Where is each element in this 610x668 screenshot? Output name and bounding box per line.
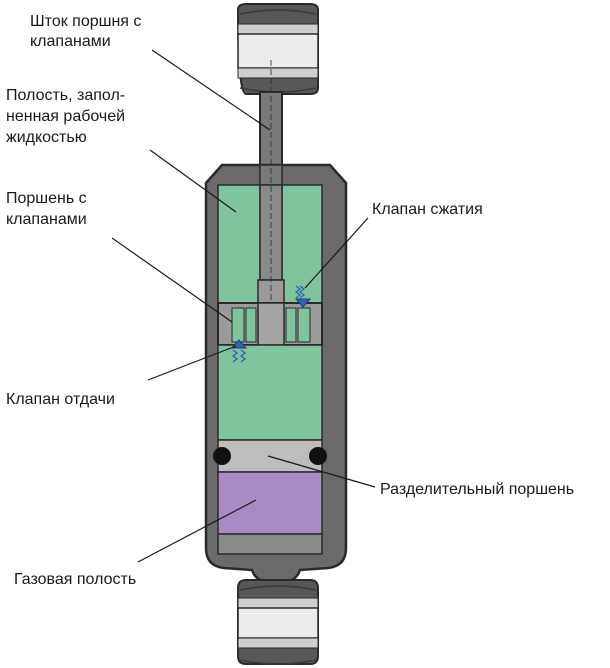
leader-compression xyxy=(304,217,369,289)
leader-piston xyxy=(111,237,233,323)
leader-fluid xyxy=(149,149,237,213)
label-piston-rod: Шток поршня с клапанами xyxy=(30,13,146,50)
leader-gas xyxy=(137,499,257,563)
leader-rod xyxy=(151,49,271,131)
leader-rebound xyxy=(147,345,237,381)
label-fluid-chamber: Полость, запол- ненная рабочей жидкостью xyxy=(6,87,130,146)
compression-valve-icon xyxy=(294,285,312,308)
top-mount xyxy=(236,3,319,95)
label-separator-piston: Разделительный поршень xyxy=(380,481,574,498)
gas-chamber xyxy=(217,471,323,535)
label-compression-valve: Клапан сжатия xyxy=(372,201,483,218)
label-rebound-valve: Клапан отдачи xyxy=(6,391,115,408)
bottom-mount xyxy=(237,579,319,665)
lower-fluid-chamber xyxy=(217,344,323,441)
label-gas-chamber: Газовая полость xyxy=(14,571,136,588)
leader-separator xyxy=(267,455,376,488)
label-piston-valves: Поршень с клапанами xyxy=(6,190,91,228)
piston-with-valves xyxy=(217,302,323,346)
